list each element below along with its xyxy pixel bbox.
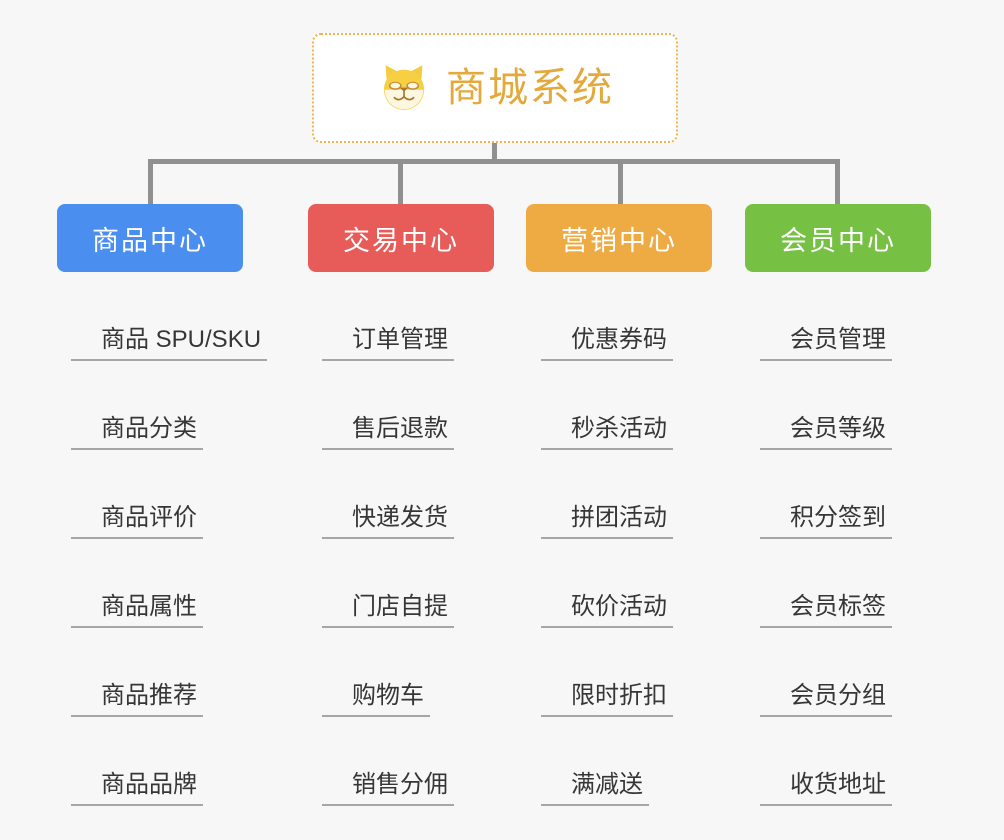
leaf-item[interactable]: 门店自提: [322, 539, 454, 628]
leaf-item-label: 购物车: [322, 682, 430, 717]
leaf-item[interactable]: 购物车: [322, 628, 454, 717]
leaf-item[interactable]: 商品属性: [71, 539, 267, 628]
leaf-item[interactable]: 砍价活动: [541, 539, 673, 628]
leaf-item[interactable]: 会员管理: [760, 272, 892, 361]
category-header-label: 商品中心: [92, 225, 208, 256]
leaf-item-label: 优惠券码: [541, 326, 673, 361]
leaf-item-label: 商品推荐: [71, 682, 203, 717]
connector-drop-product: [148, 159, 153, 204]
leaf-item-label: 商品评价: [71, 504, 203, 539]
leaf-item-label: 商品分类: [71, 415, 203, 450]
leaf-column-product: 商品 SPU/SKU 商品分类 商品评价 商品属性 商品推荐 商品品牌: [71, 272, 268, 806]
leaf-column-marketing: 优惠券码 秒杀活动 拼团活动 砍价活动 限时折扣 满减送: [541, 272, 673, 806]
connector-root-stem: [492, 143, 497, 163]
leaf-item[interactable]: 商品评价: [71, 450, 267, 539]
leaf-item[interactable]: 收货地址: [760, 717, 892, 806]
leaf-column-trade: 订单管理 售后退款 快递发货 门店自提 购物车 销售分佣: [322, 272, 454, 806]
leaf-item-label: 收货地址: [760, 771, 892, 806]
connector-drop-trade: [398, 159, 403, 204]
leaf-item[interactable]: 积分签到: [760, 450, 892, 539]
leaf-item-label: 砍价活动: [541, 593, 673, 628]
leaf-item-label: 商品 SPU/SKU: [71, 326, 268, 361]
leaf-item-label: 限时折扣: [541, 682, 673, 717]
leaf-item-label: 会员分组: [760, 682, 892, 717]
leaf-item[interactable]: 会员标签: [760, 539, 892, 628]
root-node-mall-system[interactable]: 商城系统: [312, 33, 678, 143]
leaf-item-label: 商品属性: [71, 593, 203, 628]
leaf-item-label: 会员等级: [760, 415, 892, 450]
leaf-item-label: 积分签到: [760, 504, 892, 539]
category-header-label: 营销中心: [561, 225, 677, 256]
leaf-item-label: 订单管理: [322, 326, 454, 361]
leaf-item[interactable]: 会员分组: [760, 628, 892, 717]
root-title: 商城系统: [446, 66, 614, 110]
leaf-item-label: 会员管理: [760, 326, 892, 361]
category-header-label: 会员中心: [780, 225, 896, 256]
category-header-member[interactable]: 会员中心: [745, 204, 931, 272]
leaf-item[interactable]: 优惠券码: [541, 272, 673, 361]
leaf-item[interactable]: 销售分佣: [322, 717, 454, 806]
category-header-marketing[interactable]: 营销中心: [526, 204, 712, 272]
leaf-item[interactable]: 商品分类: [71, 361, 267, 450]
leaf-item[interactable]: 限时折扣: [541, 628, 673, 717]
leaf-item-label: 快递发货: [322, 504, 454, 539]
connector-drop-member: [835, 159, 840, 204]
leaf-item[interactable]: 会员等级: [760, 361, 892, 450]
leaf-item-label: 满减送: [541, 771, 649, 806]
leaf-item[interactable]: 订单管理: [322, 272, 454, 361]
leaf-item[interactable]: 快递发货: [322, 450, 454, 539]
leaf-item-label: 售后退款: [322, 415, 454, 450]
leaf-item-label: 会员标签: [760, 593, 892, 628]
leaf-item-label: 销售分佣: [322, 771, 454, 806]
category-header-trade[interactable]: 交易中心: [308, 204, 494, 272]
leaf-item-label: 门店自提: [322, 593, 454, 628]
connector-drop-marketing: [618, 159, 623, 204]
leaf-column-member: 会员管理 会员等级 积分签到 会员标签 会员分组 收货地址: [760, 272, 892, 806]
leaf-item-label: 商品品牌: [71, 771, 203, 806]
leaf-item[interactable]: 售后退款: [322, 361, 454, 450]
category-header-label: 交易中心: [343, 225, 459, 256]
leaf-item-label: 拼团活动: [541, 504, 673, 539]
leaf-item[interactable]: 商品品牌: [71, 717, 267, 806]
leaf-item[interactable]: 商品推荐: [71, 628, 267, 717]
connector-horizontal-bar: [148, 159, 840, 164]
leaf-item[interactable]: 拼团活动: [541, 450, 673, 539]
leaf-item-label: 秒杀活动: [541, 415, 673, 450]
shiba-dog-face-icon: [383, 65, 425, 110]
leaf-item[interactable]: 商品 SPU/SKU: [71, 272, 268, 361]
leaf-item[interactable]: 秒杀活动: [541, 361, 673, 450]
leaf-item[interactable]: 满减送: [541, 717, 673, 806]
category-header-product[interactable]: 商品中心: [57, 204, 243, 272]
